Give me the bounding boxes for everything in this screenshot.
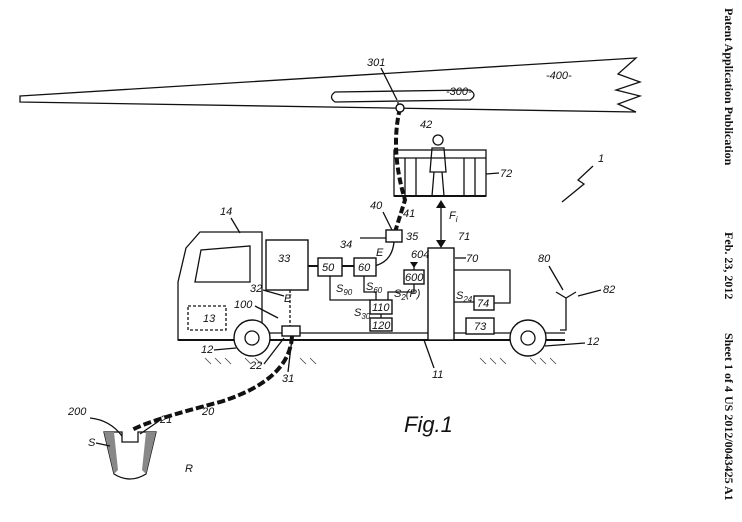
nozzle-35 bbox=[385, 229, 403, 243]
ref-74: 74 bbox=[477, 298, 489, 310]
ref-120: 120 bbox=[372, 320, 391, 332]
front-wheel bbox=[233, 319, 271, 357]
ref-80: 80 bbox=[538, 253, 551, 265]
ref-110: 110 bbox=[372, 302, 390, 314]
ref-50: 50 bbox=[322, 262, 335, 274]
coupling-31 bbox=[281, 325, 301, 337]
ref-22: 22 bbox=[249, 360, 262, 372]
ref-Fi: Fi bbox=[449, 210, 458, 224]
lift-column-70 bbox=[427, 247, 455, 341]
ref-200: 200 bbox=[67, 406, 87, 418]
unit-60 bbox=[353, 257, 377, 277]
ref-32: 32 bbox=[250, 283, 262, 295]
ref-42: 42 bbox=[420, 119, 432, 131]
ref-41: 41 bbox=[403, 208, 415, 220]
ref-E-upper: E bbox=[376, 247, 384, 259]
operator-figure bbox=[429, 134, 447, 197]
ref-300: -300- bbox=[446, 86, 472, 98]
ref-73: 73 bbox=[474, 321, 487, 333]
ref-E-lower: E bbox=[284, 293, 292, 305]
ref-100: 100 bbox=[234, 299, 253, 311]
ref-71: 71 bbox=[458, 231, 470, 243]
ref-S90: S90 bbox=[336, 283, 353, 297]
figure-caption: Fig.1 bbox=[404, 412, 453, 437]
ref-82: 82 bbox=[603, 284, 615, 296]
ref-70: 70 bbox=[466, 253, 479, 265]
ref-S60: S60 bbox=[366, 281, 383, 295]
ref-13: 13 bbox=[203, 313, 216, 325]
ref-12-rear: 12 bbox=[587, 336, 599, 348]
ref-301: 301 bbox=[367, 57, 385, 69]
ref-40: 40 bbox=[370, 200, 383, 212]
ref-S: S bbox=[88, 437, 96, 449]
ref-1: 1 bbox=[598, 153, 604, 165]
ref-S24: S24 bbox=[456, 290, 473, 304]
ref-1-leader bbox=[561, 165, 594, 203]
unit-73 bbox=[465, 317, 495, 335]
ref-R: R bbox=[185, 463, 193, 475]
ref-604: 604 bbox=[411, 249, 429, 261]
ref-S2P: S2(P) bbox=[394, 288, 421, 302]
ref-31: 31 bbox=[282, 373, 294, 385]
upper-hose bbox=[393, 107, 408, 233]
ground-hose-20 bbox=[131, 335, 294, 432]
unit-33 bbox=[265, 239, 309, 291]
hydrant-pit bbox=[103, 431, 157, 480]
ref-14: 14 bbox=[220, 206, 232, 218]
ref-35: 35 bbox=[406, 231, 419, 243]
ref-12-front: 12 bbox=[201, 344, 213, 356]
aircraft-wing bbox=[19, 57, 643, 113]
ref-21: 21 bbox=[159, 414, 172, 426]
lift-platform bbox=[393, 149, 487, 197]
ref-600: 600 bbox=[405, 272, 424, 284]
ref-11: 11 bbox=[432, 369, 443, 381]
ref-S30: S30 bbox=[354, 307, 371, 321]
ref-72: 72 bbox=[500, 168, 512, 180]
ref-34: 34 bbox=[340, 239, 352, 251]
ref-60: 60 bbox=[358, 262, 371, 274]
ground-hatching bbox=[204, 357, 557, 365]
ref-20: 20 bbox=[201, 406, 215, 418]
rear-wheel bbox=[509, 319, 547, 357]
ref-33: 33 bbox=[278, 253, 291, 265]
ref-400: -400- bbox=[546, 70, 572, 82]
